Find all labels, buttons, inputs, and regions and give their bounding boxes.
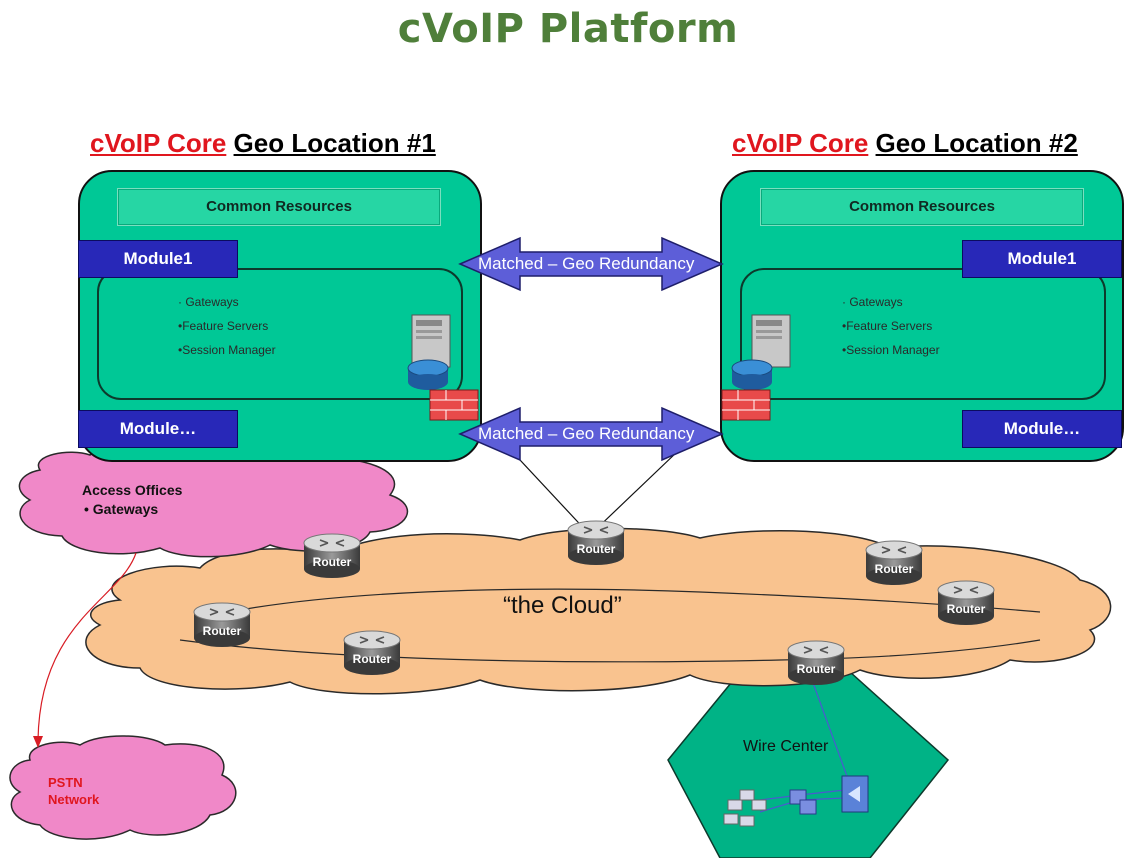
gateway-icon — [841, 775, 869, 813]
module-more-label-1: Module… — [119, 419, 197, 438]
pstn-line2: Network — [48, 792, 100, 807]
router-icon — [865, 540, 923, 585]
geo-redundancy-arrow — [458, 406, 724, 462]
router-icon — [407, 359, 449, 390]
module-more-box-1: Module… — [78, 410, 238, 448]
bullet-feature-servers-2: •Feature Servers — [842, 319, 933, 333]
router-label: Router — [352, 652, 392, 666]
router-label: Router — [312, 555, 352, 569]
module1-label-2: Module1 — [1007, 249, 1077, 268]
router-icon — [937, 580, 995, 625]
bullet-feature-servers-1: •Feature Servers — [178, 319, 269, 333]
module-inner-1 — [97, 268, 463, 400]
module-more-box-2: Module… — [962, 410, 1122, 448]
geo-redundancy-label-2: Matched – Geo Redundancy — [478, 424, 695, 443]
firewall-icon — [429, 389, 479, 421]
access-offices-title: Access Offices — [82, 482, 183, 498]
firewall-icon — [721, 389, 771, 421]
switch-icon — [789, 789, 817, 815]
bullet-list-2: · Gateways •Feature Servers •Session Man… — [842, 290, 940, 362]
router-label: Router — [946, 602, 986, 616]
router-icon — [303, 533, 361, 578]
router-label: Router — [576, 542, 616, 556]
server-icon — [751, 314, 791, 368]
cloud-label: “the Cloud” — [503, 592, 622, 619]
router-icon — [193, 602, 251, 647]
pstn-cloud — [9, 735, 237, 840]
router-icon — [787, 640, 845, 685]
router-label: Router — [874, 562, 914, 576]
pstn-connector — [37, 552, 137, 741]
router-icon — [343, 630, 401, 675]
access-offices-item: • Gateways — [84, 501, 159, 517]
router: Router — [864, 540, 924, 586]
module-inner-2 — [740, 268, 1106, 400]
geo-redundancy-arrow — [458, 236, 724, 292]
router: Router — [786, 640, 846, 686]
router: Router — [192, 602, 252, 648]
pc-cluster-icon — [723, 789, 767, 827]
router: Router — [936, 580, 996, 626]
page-title: cVoIP Platform — [397, 6, 739, 52]
geo-redundancy-label-1: Matched – Geo Redundancy — [478, 254, 695, 273]
router-label: Router — [202, 624, 242, 638]
geo-label-1: Geo Location #1 — [233, 128, 436, 158]
bullet-gateways-2: · Gateways — [842, 295, 903, 309]
common-resources-1: Common Resources — [117, 188, 441, 226]
module-more-label-2: Module… — [1003, 419, 1081, 438]
router: Router — [566, 520, 626, 566]
router: Router — [342, 630, 402, 676]
router-icon — [567, 520, 625, 565]
geo-heading-1: cVoIP Core Geo Location #1 — [90, 128, 436, 159]
core-label-2: cVoIP Core — [732, 128, 869, 158]
module1-label-1: Module1 — [123, 249, 193, 268]
router-label: Router — [796, 662, 836, 676]
core-label-1: cVoIP Core — [90, 128, 227, 158]
pstn-line1: PSTN — [48, 775, 83, 790]
bullet-session-manager-1: •Session Manager — [178, 343, 276, 357]
module1-box-2: Module1 — [962, 240, 1122, 278]
router: Router — [302, 533, 362, 579]
wire-center-label: Wire Center — [743, 738, 829, 755]
server-icon — [411, 314, 451, 368]
bullet-list-1: · Gateways •Feature Servers •Session Man… — [178, 290, 276, 362]
common-resources-2: Common Resources — [760, 188, 1084, 226]
router-icon — [731, 359, 773, 390]
bullet-gateways-1: · Gateways — [178, 295, 239, 309]
geo-label-2: Geo Location #2 — [875, 128, 1078, 158]
geo-heading-2: cVoIP Core Geo Location #2 — [732, 128, 1078, 159]
bullet-session-manager-2: •Session Manager — [842, 343, 940, 357]
module1-box-1: Module1 — [78, 240, 238, 278]
